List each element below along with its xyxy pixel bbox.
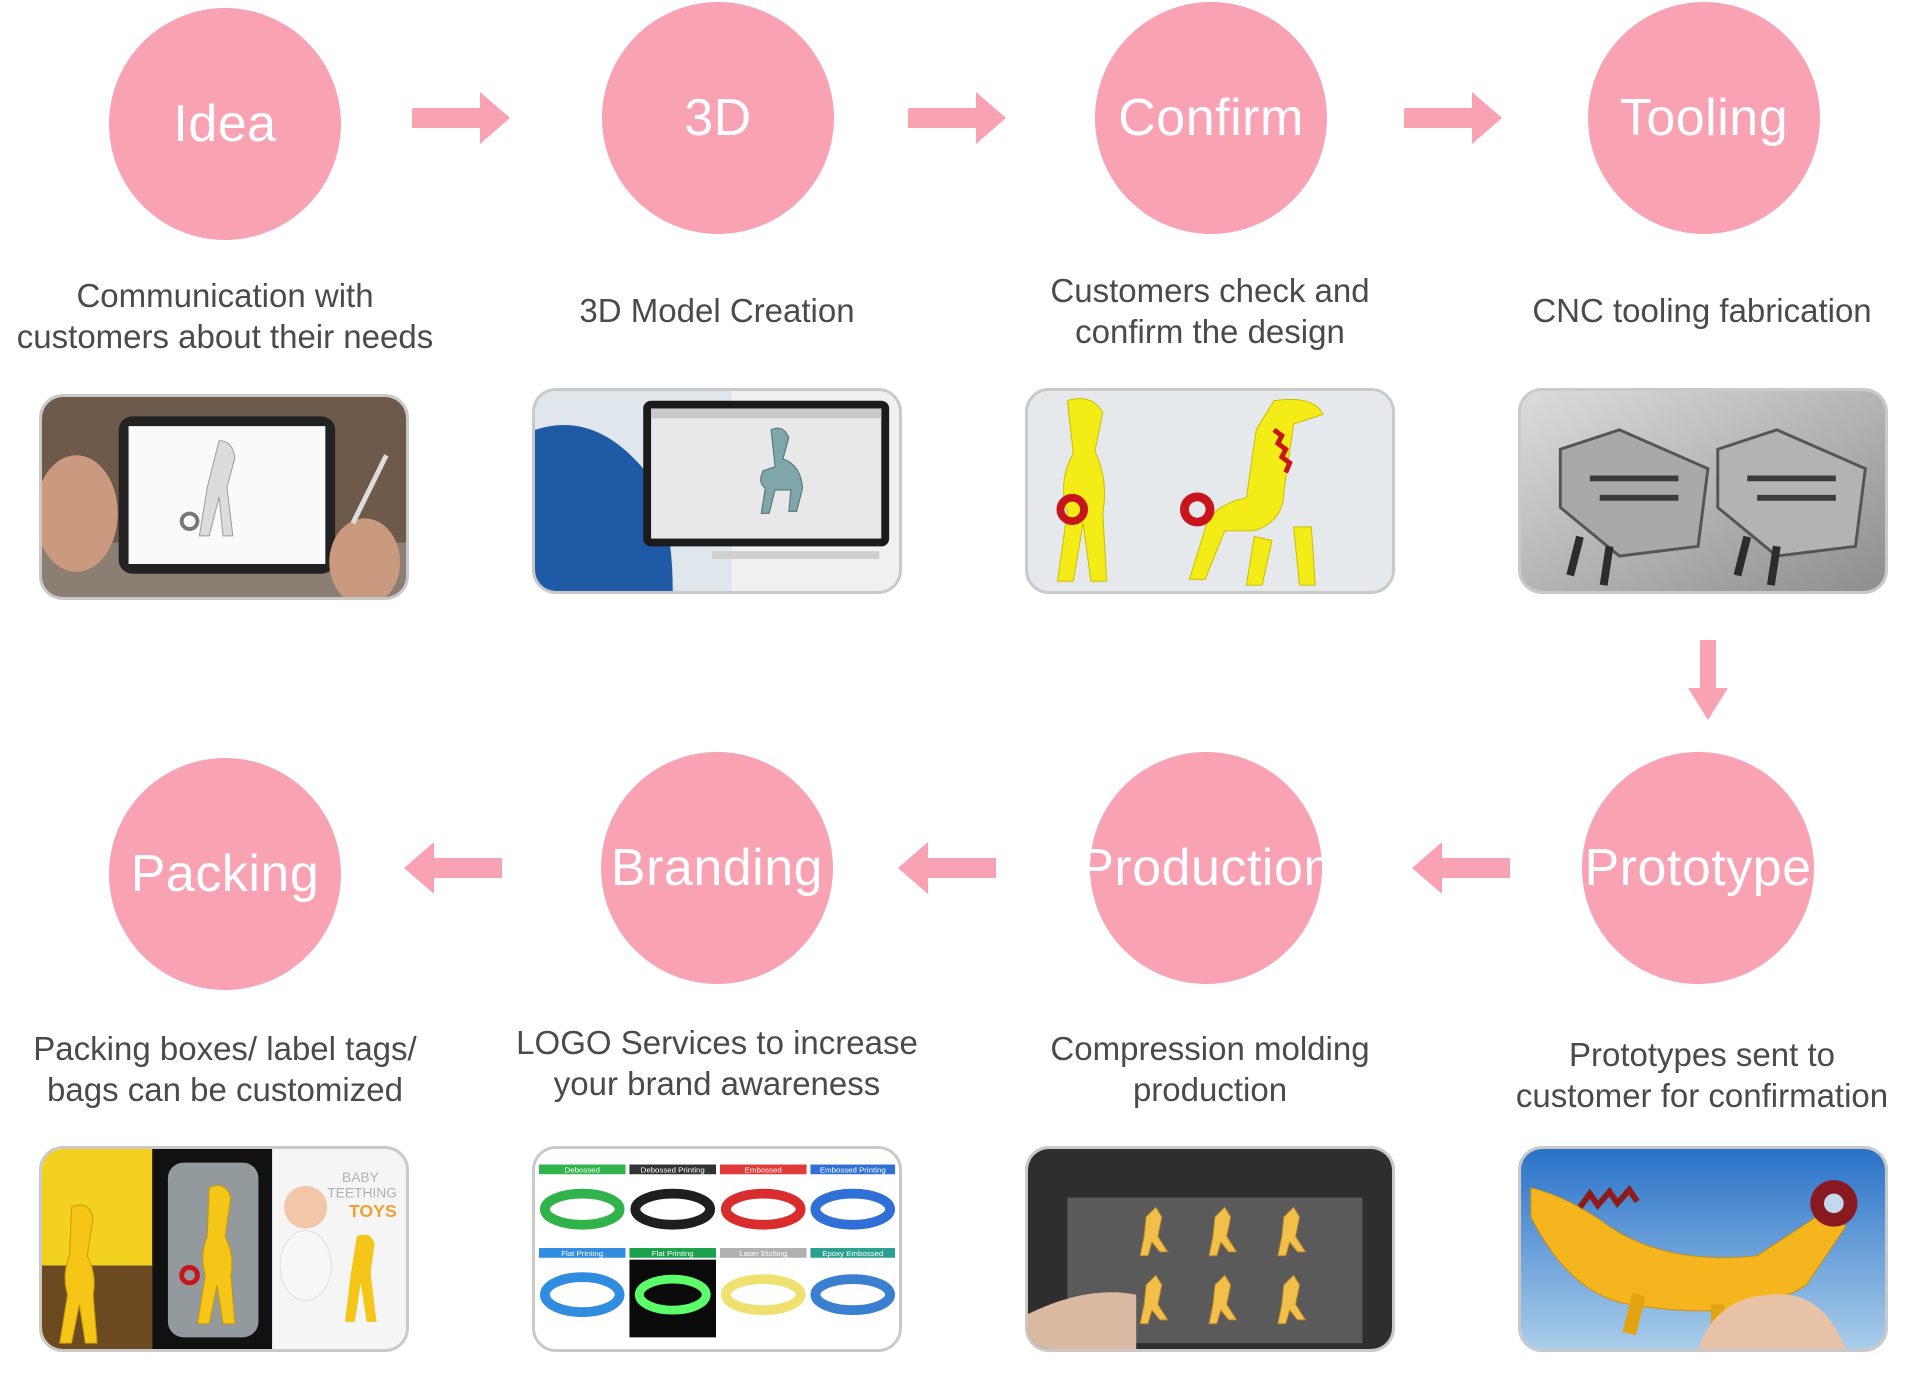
svg-text:Debossed Printing: Debossed Printing — [641, 1165, 705, 1174]
step-prototype-circle: Prototype — [1582, 752, 1814, 984]
step-packing-description: Packing boxes/ label tags/bags can be cu… — [33, 1030, 417, 1108]
step-tooling-description: CNC tooling fabrication — [1532, 292, 1872, 329]
step-confirm-circle: Confirm — [1095, 2, 1327, 234]
tooling-photo — [1518, 388, 1888, 594]
arrow-right-icon — [1404, 92, 1502, 144]
step-idea-circle: Idea — [109, 8, 341, 240]
3d-photo — [532, 388, 902, 594]
svg-text:Embossed Printing: Embossed Printing — [820, 1165, 886, 1174]
arrow-right-icon — [908, 92, 1006, 144]
arrow-left-icon — [898, 842, 996, 894]
packing-photo: BABY TEETHING TOYS — [39, 1146, 409, 1352]
svg-text:Epoxy Embossed: Epoxy Embossed — [822, 1249, 883, 1258]
prototype-photo — [1518, 1146, 1888, 1352]
svg-text:Debossed: Debossed — [565, 1165, 600, 1174]
svg-text:Flat Printing: Flat Printing — [561, 1249, 603, 1258]
svg-text:Embossed: Embossed — [745, 1165, 782, 1174]
confirm-photo — [1025, 388, 1395, 594]
arrow-right-icon — [412, 92, 510, 144]
svg-text:BABY: BABY — [342, 1170, 379, 1185]
step-packing-circle: Packing — [109, 758, 341, 990]
step-3d-description: 3D Model Creation — [579, 292, 855, 329]
arrow-left-icon — [1412, 842, 1510, 894]
svg-text:TEETHING: TEETHING — [327, 1186, 397, 1201]
step-tooling-circle: Tooling — [1588, 2, 1820, 234]
step-3d-circle: 3D — [602, 2, 834, 234]
branding-photo: Debossed Debossed Printing Embossed Embo… — [532, 1146, 902, 1352]
svg-text:TOYS: TOYS — [349, 1201, 397, 1221]
step-branding-circle: Branding — [601, 752, 833, 984]
arrow-down-icon — [1688, 640, 1728, 720]
svg-text:Laser Etching: Laser Etching — [739, 1249, 787, 1258]
idea-photo — [39, 394, 409, 600]
production-photo — [1025, 1146, 1395, 1352]
svg-text:Flat Printing: Flat Printing — [652, 1249, 694, 1258]
step-production-circle: Production — [1079, 752, 1332, 984]
arrow-left-icon — [404, 842, 502, 894]
